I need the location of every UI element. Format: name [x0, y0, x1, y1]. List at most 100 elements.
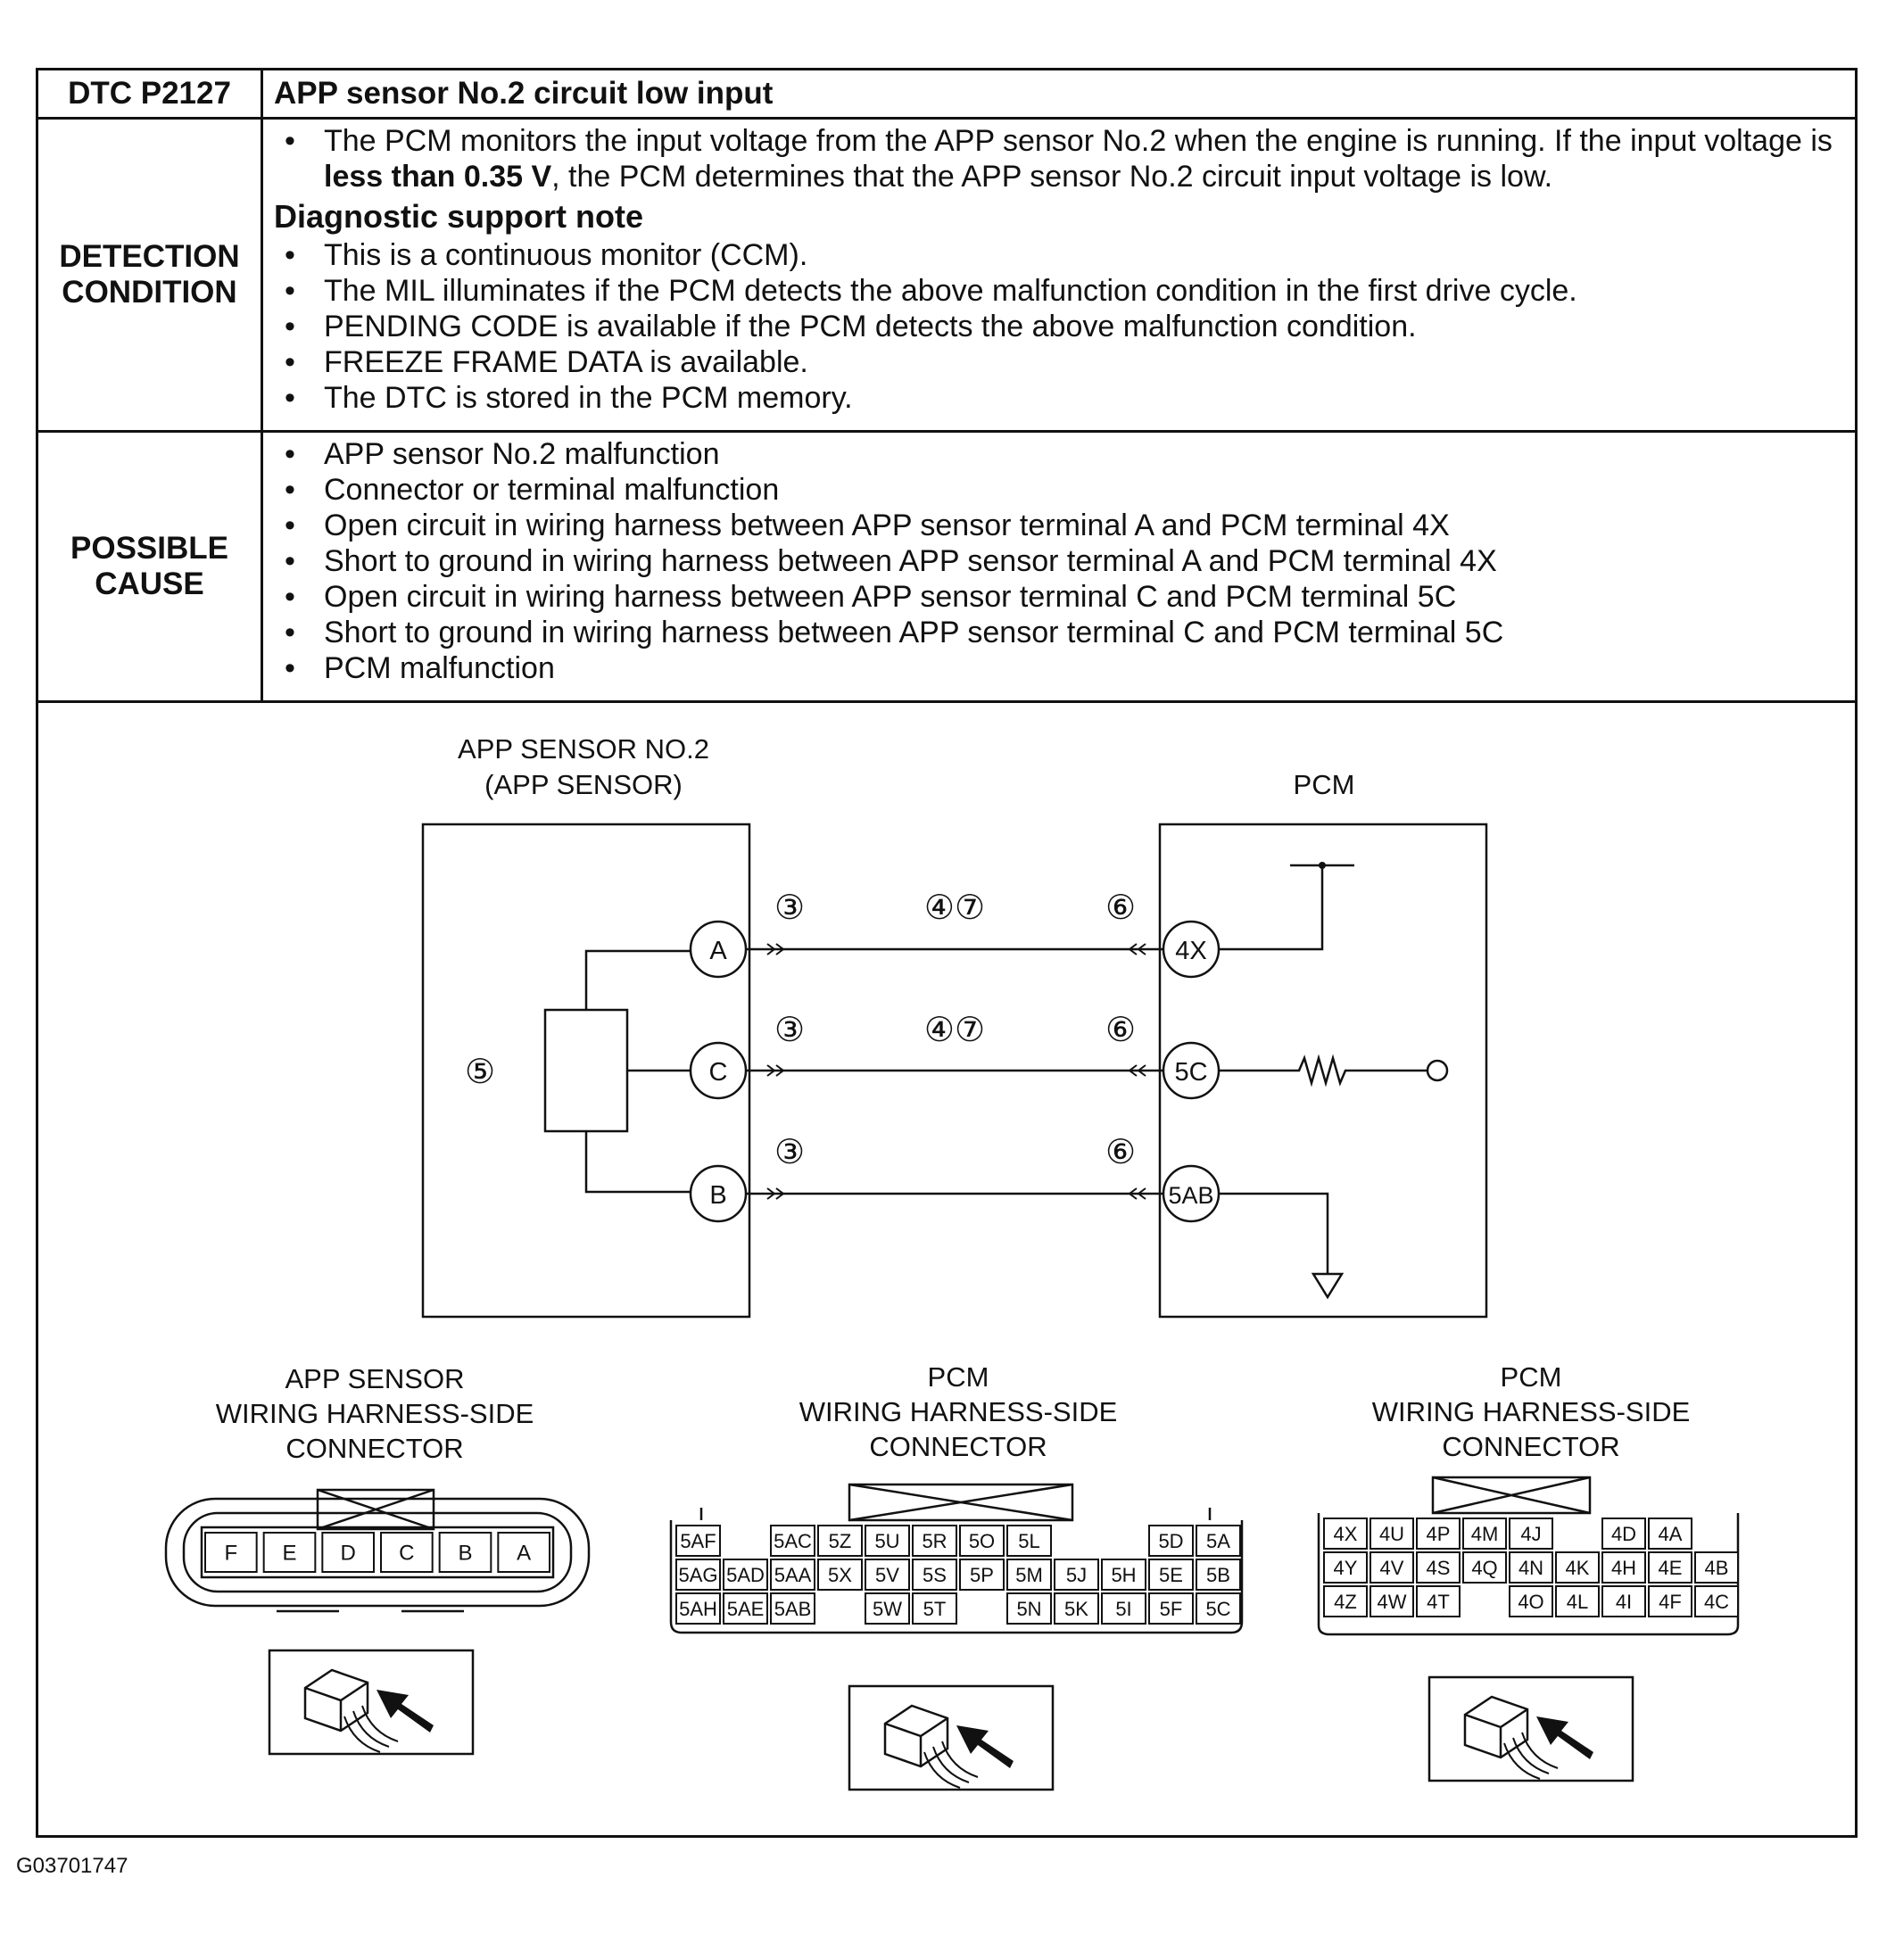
- step-ref-3: ③: [774, 1134, 805, 1171]
- connector-icon: [883, 1704, 949, 1768]
- detection-row: DETECTION CONDITION The PCM monitors the…: [36, 117, 1858, 433]
- possible-cause-item: Open circuit in wiring harness between A…: [285, 508, 1844, 543]
- connector-pin: [1054, 1559, 1099, 1591]
- connector-pin: [865, 1525, 910, 1557]
- pcm5-latch-cross: [848, 1483, 1073, 1522]
- step-ref-3: ③: [774, 889, 805, 927]
- ground-icon: [1311, 1272, 1345, 1300]
- connector-pin: [1101, 1559, 1146, 1591]
- junction-dot: [1319, 862, 1326, 869]
- connector-pin: [1006, 1592, 1052, 1625]
- connector-pin: [1323, 1585, 1368, 1617]
- connector-pin-label: 5E: [1159, 1564, 1183, 1586]
- connector-icon: [1463, 1695, 1529, 1759]
- sensor-terminal-c-label: C: [709, 1058, 728, 1087]
- possible-cause-label: POSSIBLE CAUSE: [36, 430, 263, 703]
- pcm-terminal-5ab-label: 5AB: [1168, 1182, 1213, 1209]
- connector-pin: [1148, 1525, 1194, 1557]
- possible-cause-item: Short to ground in wiring harness betwee…: [285, 543, 1844, 579]
- connector-pin-label: 4Y: [1334, 1557, 1358, 1579]
- step-ref-4-7: ④⑦: [924, 889, 985, 927]
- possible-cause-item: PCM malfunction: [285, 650, 1844, 686]
- pcm-terminal-5c-label: 5C: [1174, 1058, 1207, 1087]
- connector-pin-label: 4S: [1427, 1557, 1451, 1579]
- connector-pin-label: 4T: [1427, 1591, 1450, 1613]
- connector-pin-label: 4Q: [1471, 1557, 1497, 1579]
- connector-pin: [1648, 1551, 1692, 1584]
- connector-pin: [912, 1592, 957, 1625]
- connector-pin-label: 4N: [1518, 1557, 1543, 1579]
- connector-pin: [912, 1559, 957, 1591]
- connector-pin-label: A: [517, 1542, 531, 1566]
- connector-pin: [723, 1592, 768, 1625]
- connector-pin: [1323, 1551, 1368, 1584]
- connector-pin-label: 4D: [1611, 1523, 1636, 1545]
- connector-pin-label: 5J: [1066, 1564, 1087, 1586]
- sensor-wire-b: [584, 1131, 691, 1194]
- app-connector-latch-cross: [317, 1488, 434, 1531]
- connector-pin: [1416, 1518, 1461, 1550]
- connector-pin-label: 4X: [1334, 1523, 1358, 1545]
- arrow-icon: [1536, 1716, 1593, 1759]
- app-connector-pin-row: [200, 1526, 555, 1579]
- dtc-table: DTC P2127 APP sensor No.2 circuit low in…: [36, 68, 1858, 703]
- pcm-title: PCM: [1294, 769, 1355, 800]
- connector-pin: [1509, 1518, 1553, 1550]
- possible-cause-label-line1: POSSIBLE: [70, 531, 228, 566]
- possible-cause-row: POSSIBLE CAUSE APP sensor No.2 malfuncti…: [36, 430, 1858, 703]
- connector-pin-label: 5N: [1016, 1598, 1041, 1620]
- view-direction-icons: [268, 1649, 1634, 1791]
- reference-voltage-terminal: [1426, 1059, 1449, 1082]
- connector-icon: [303, 1668, 369, 1733]
- connector-pin: [865, 1559, 910, 1591]
- connector-pin: [1196, 1592, 1241, 1625]
- connector-pin-label: 4V: [1380, 1557, 1404, 1579]
- app-connector-title-line1: APP SENSOR: [285, 1363, 464, 1394]
- connector-pin-label: 4U: [1379, 1523, 1404, 1545]
- connector-pin: [1196, 1559, 1241, 1591]
- sensor-title-line2: (APP SENSOR): [484, 769, 683, 800]
- pcm5-shell: [669, 1520, 1244, 1634]
- connector-pin: [723, 1559, 768, 1591]
- connector-pin-label: D: [340, 1542, 355, 1566]
- connector-pin-label: 5D: [1158, 1530, 1183, 1552]
- connector-pin: [1555, 1551, 1600, 1584]
- connector-pin-label: 5AB: [774, 1598, 812, 1620]
- diagnostic-note-item: The DTC is stored in the PCM memory.: [285, 380, 1844, 416]
- app-connector-inner: [182, 1511, 573, 1593]
- view-direction-frame: [268, 1649, 475, 1756]
- connector-pin: [204, 1532, 258, 1573]
- connector-pin: [1601, 1518, 1646, 1550]
- dtc-title: APP sensor No.2 circuit low input: [261, 68, 1858, 120]
- connector-pin-label: 5AD: [726, 1564, 765, 1586]
- connector-pin-label: 4Z: [1334, 1591, 1357, 1613]
- connector-pin-label: 5V: [875, 1564, 899, 1586]
- figure-code: G03701747: [16, 1854, 128, 1878]
- connector-pin: [675, 1525, 721, 1557]
- connector-pin: [1323, 1518, 1368, 1550]
- step-ref-5: ⑤: [465, 1054, 495, 1091]
- resistor-icon: [1219, 1054, 1427, 1088]
- pcm-5ab-internal-wire: [1219, 1192, 1329, 1274]
- sensor-title-line1: APP SENSOR NO.2: [458, 733, 709, 765]
- connector-pin: [770, 1525, 815, 1557]
- pcm4-connector: [1317, 1476, 1740, 1636]
- connector-pin-label: 5AA: [774, 1564, 812, 1586]
- connector-pin: [1101, 1592, 1146, 1625]
- connector-pin-label: 5AC: [774, 1530, 812, 1552]
- chevron-icon: [766, 943, 785, 955]
- connector-pin: [1006, 1559, 1052, 1591]
- connector-pin-label: 4F: [1659, 1591, 1682, 1613]
- pcm-terminal-4x-label: 4X: [1175, 937, 1206, 965]
- step-ref-3: ③: [774, 1012, 805, 1049]
- sensor-wire-a: [584, 949, 691, 1010]
- connector-pin: [1694, 1551, 1739, 1584]
- wire-icon: [1503, 1732, 1559, 1780]
- chevron-icon: [1128, 1187, 1146, 1200]
- connector-pin-label: 5L: [1018, 1530, 1039, 1552]
- connector-pin-label: 5AH: [679, 1598, 717, 1620]
- monitor-text-end: , the PCM determines that the APP sensor…: [551, 160, 1553, 194]
- pcm5-connector-title-line1: PCM: [928, 1361, 989, 1393]
